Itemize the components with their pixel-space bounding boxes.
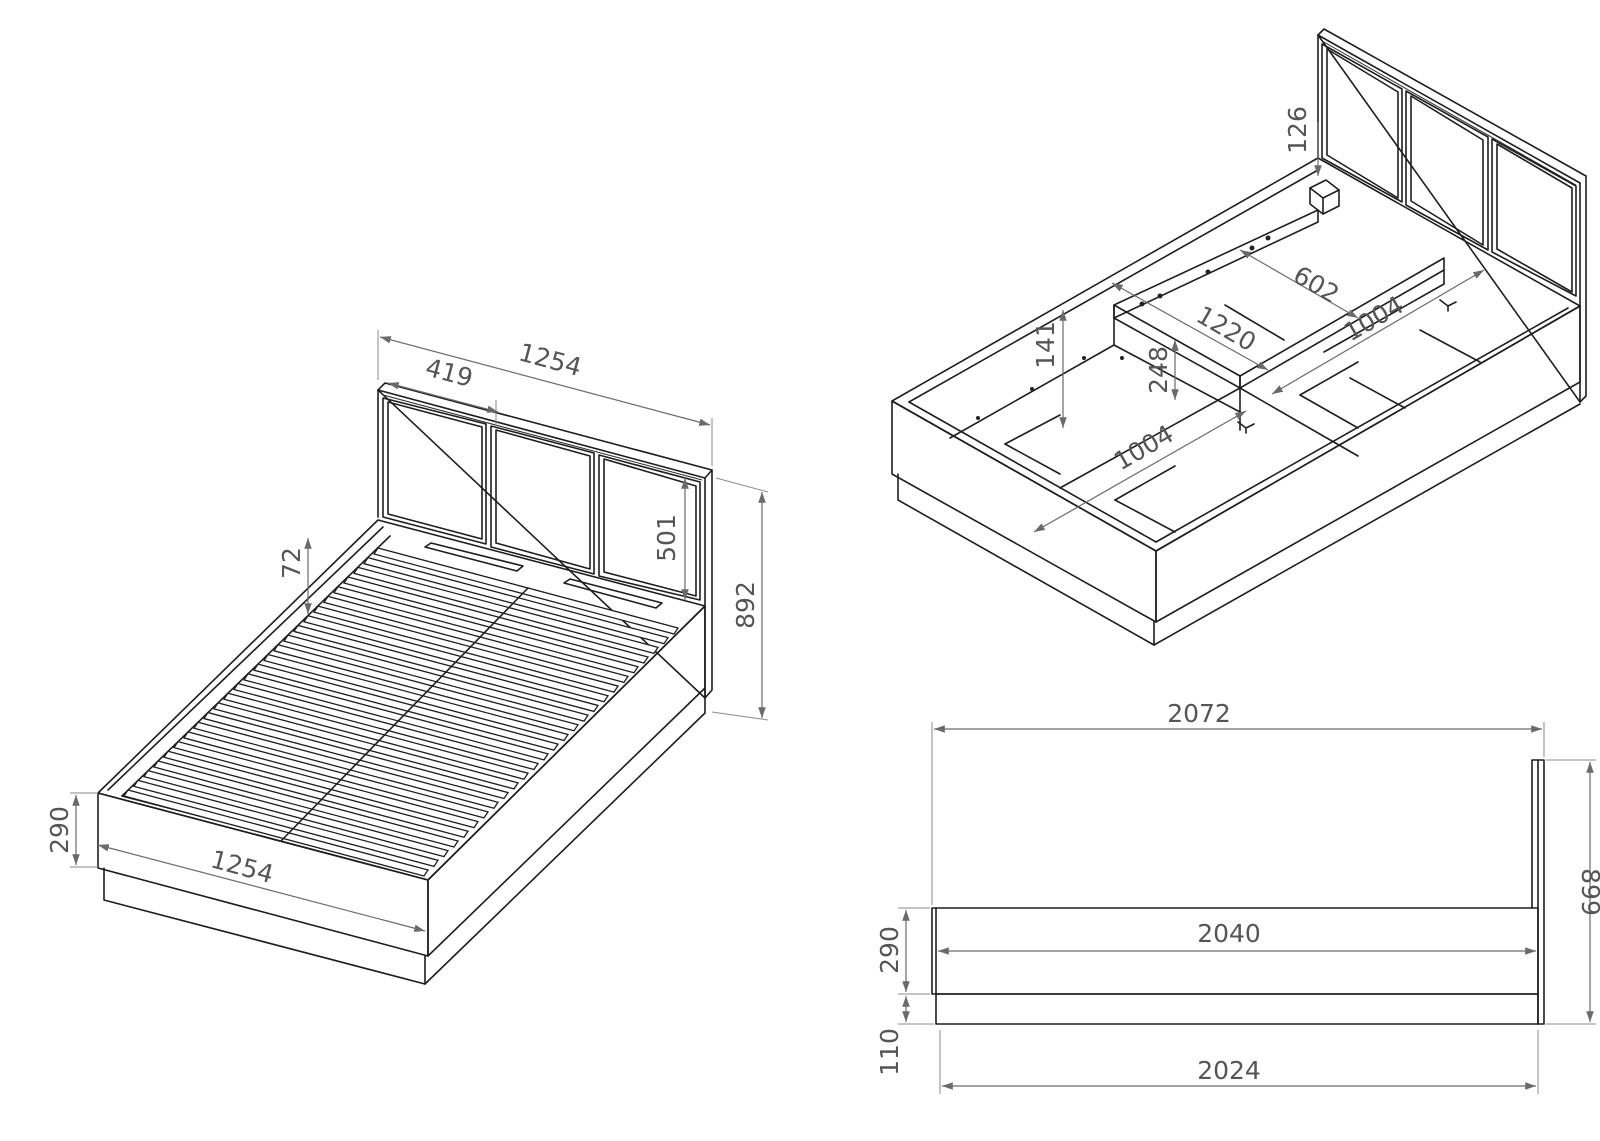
dim-label-base-length: 2024 <box>1197 1056 1261 1085</box>
storage-frame <box>891 157 1581 646</box>
side-outline <box>931 759 1545 1025</box>
slat <box>202 711 510 800</box>
slat <box>192 721 500 809</box>
slat <box>332 585 640 674</box>
slat <box>232 682 540 771</box>
dim-label-slat-drop: 72 <box>277 547 306 579</box>
dim-label-divider-height: 248 <box>1144 346 1173 394</box>
dim-label-side-frame-height: 290 <box>875 926 904 974</box>
slat <box>302 615 610 703</box>
slat <box>282 634 590 722</box>
lift-handles <box>424 542 663 609</box>
dim-label-compartment-width: 602 <box>1288 260 1344 309</box>
corner-bracket <box>1309 179 1340 215</box>
dimension-side-frame-height: 290 <box>875 907 930 995</box>
left-isometric-view: 1254 419 501 892 72 290 125 <box>45 330 769 985</box>
dimension-width-top: 1254 <box>377 330 713 466</box>
dimension-headboard-gap: 126 <box>1283 106 1322 176</box>
side-elevation-view: 2072 2040 2024 290 110 899 <box>875 699 1600 1094</box>
dim-label-headboard-gap: 126 <box>1283 106 1312 154</box>
dimension-base-length: 2024 <box>939 1030 1539 1094</box>
slat <box>242 673 550 761</box>
slat <box>272 644 580 732</box>
dim-label-compartment-length-b: 1004 <box>1109 419 1179 476</box>
dimension-compartment-width: 602 <box>1239 249 1359 319</box>
dimension-panel-height: 501 <box>652 478 689 600</box>
dim-label-frame-length: 2040 <box>1197 919 1261 948</box>
headboard-right <box>1317 28 1587 403</box>
slat <box>262 653 570 742</box>
slat <box>182 731 490 819</box>
dim-label-total-height: 892 <box>731 581 760 629</box>
slat <box>292 624 600 713</box>
dimension-total-length: 2072 <box>931 699 1545 905</box>
slat <box>162 750 470 839</box>
dimension-total-height: 892 <box>711 477 769 721</box>
slat <box>252 663 560 751</box>
slat <box>172 740 480 829</box>
slat-group <box>122 547 680 877</box>
dim-label-side-total-height: 899 <box>1576 868 1600 916</box>
dim-label-inner-depth: 141 <box>1031 321 1060 369</box>
slat <box>312 605 620 693</box>
center-rail <box>281 587 529 841</box>
dim-label-total-length: 2072 <box>1167 699 1231 728</box>
dim-label-frame-height: 290 <box>45 806 74 854</box>
dimension-base-height: 110 <box>875 996 934 1076</box>
slat <box>142 769 450 858</box>
dimension-inner-depth: 141 <box>1031 310 1067 428</box>
dimension-divider-height: 248 <box>1144 340 1179 400</box>
slat <box>322 595 630 684</box>
dimension-frame-length: 2040 <box>938 919 1536 955</box>
slat <box>222 692 530 780</box>
dim-label-panel-height: 501 <box>652 514 681 562</box>
right-isometric-view: 126 141 248 1220 602 1004 1004 <box>891 28 1587 646</box>
dim-label-panel-width: 419 <box>422 353 476 393</box>
dim-label-inner-width: 1220 <box>1191 300 1261 357</box>
dimension-frame-height: 290 <box>45 792 98 868</box>
slat <box>152 760 460 848</box>
dim-label-base-height: 110 <box>875 1028 904 1076</box>
dimension-slat-drop: 72 <box>277 538 312 614</box>
slat <box>212 702 520 790</box>
dimension-side-total-height: 899 <box>1546 759 1600 1025</box>
